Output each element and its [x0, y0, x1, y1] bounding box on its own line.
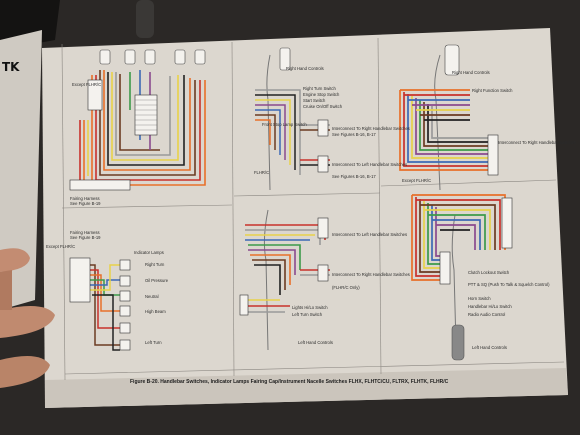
clutch-lockout-label: Clutch Lockout Switch	[468, 270, 510, 275]
except-flhr-label-b: Except FLHR/C	[46, 244, 76, 249]
page-shade	[45, 368, 568, 408]
neutral-label: Neutral	[145, 294, 159, 299]
panel-right-bottom	[411, 194, 513, 361]
panel-middle-top	[255, 47, 330, 191]
left-turn-label: Left Turn	[145, 340, 162, 345]
right-hand-controls-label-a: Right Hand Controls	[286, 66, 324, 71]
left-hand-controls-label-b: Left Hand Controls	[472, 345, 507, 350]
cruise-switch-label: Cruise On/Off Switch	[303, 104, 343, 109]
flhrc-label: FLHR/C	[254, 170, 270, 175]
panel-right-top	[399, 44, 499, 191]
fairing-harness-ref-b: See Figure B-19	[70, 235, 101, 240]
left-page	[0, 30, 42, 310]
panel-top-left	[69, 49, 206, 191]
fairing-harness-label-b: Fairing Harness	[70, 230, 100, 235]
interconnect-right-label-a: Interconnect To Right Handlebar Switches	[332, 126, 410, 131]
lighting-switches-label: Lights Hi/Lo Switch	[292, 305, 328, 310]
interconnect-right-label-c: Interconnect To Right Handlebar Switches	[498, 140, 576, 145]
indicator-lamps-label: Indicator Lamps	[134, 250, 164, 255]
right-function-switch-label: Right Function Switch	[472, 88, 513, 93]
engine-stop-switch-label: Engine Stop Switch	[303, 92, 340, 97]
pen	[136, 0, 154, 38]
ptt-switch-label: PTT & SQ (Push To Talk & Squelch Control…	[468, 282, 550, 287]
interconnect-left-label-a: Interconnect To Left Handlebar Switches	[332, 162, 408, 167]
panel-borders	[61, 37, 565, 381]
figure-caption: Figure B-20. Handlebar Switches, Indicat…	[130, 379, 449, 385]
interconnect-left-label-b: Interconnect To Left Handlebar Switches	[332, 232, 408, 237]
main-page	[42, 28, 568, 408]
oil-pressure-label: Oil Pressure	[145, 278, 169, 283]
left-hand-controls-label-a: Left Hand Controls	[298, 340, 333, 345]
start-switch-label: Start Switch	[303, 98, 326, 103]
except-flhr-label-a: Except FLHR/C	[72, 82, 102, 87]
see-figures-label-a: See Figures B-16, B-17	[332, 132, 376, 137]
interconnect-right-label-b: Interconnect To Right Handlebar Switches	[332, 272, 410, 277]
page-edge-text: TK	[2, 60, 20, 74]
flhrc-only-label: (FLHR/C Only)	[332, 285, 360, 290]
fairing-harness-label-a: Fairing Harness	[70, 196, 100, 201]
panel-middle-bottom	[239, 209, 330, 351]
hand	[0, 248, 55, 388]
horn-switch-label: Horn Switch	[468, 296, 491, 301]
fairing-harness-ref-a: See Figure B-19	[70, 201, 101, 206]
high-beam-label: High Beam	[145, 309, 166, 314]
right-turn-label: Right Turn	[145, 262, 165, 267]
except-flhrc-label: Except FLHR/C	[402, 178, 432, 183]
front-stop-switch-label: Front Stop Lamp Switch	[262, 122, 307, 127]
see-figures-label-b: See Figures B-16, B-17	[332, 174, 376, 179]
right-turn-switch-label: Right Turn Switch	[303, 86, 336, 91]
radio-audio-label: Radio Audio Control	[468, 312, 506, 317]
left-turn-switch-label: Left Turn Switch	[292, 312, 323, 317]
right-hand-controls-label-b: Right Hand Controls	[452, 70, 490, 75]
handlebar-hi-lo-label: Handlebar Hi/Lo Switch	[468, 304, 512, 309]
panel-bottom-left	[69, 257, 131, 351]
